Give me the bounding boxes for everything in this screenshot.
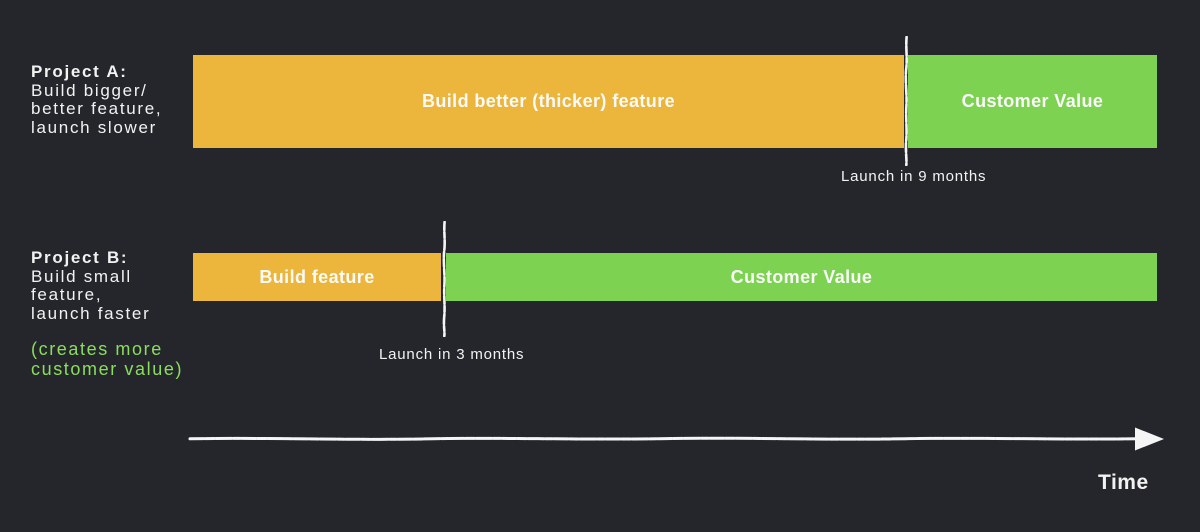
time-axis-label: Time [1098,471,1149,494]
project-a-launch-label: Launch in 9 months [841,168,987,185]
project-a-description-line: better feature, [31,99,163,118]
project-a-value-segment: Customer Value [908,55,1157,148]
project-b-build-label: Build feature [259,266,375,287]
project-b-build-segment: Build feature [193,253,441,301]
project-b-launch-label: Launch in 3 months [379,346,525,363]
project-a-title: Project A: [31,62,128,81]
time-axis-arrow-icon [188,427,1164,451]
project-a-build-segment: Build better (thicker) feature [193,55,904,148]
project-b-description-line: Build small [31,266,132,286]
project-b-timeline-bar: Build feature Customer Value [193,253,1157,301]
project-b-value-note: (creates more customer value) [31,339,184,379]
project-b-note-line: customer value) [31,358,184,379]
project-b-title: Project B: [31,248,129,267]
project-a-description-line: Build bigger/ [31,80,148,100]
project-b-value-label: Customer Value [730,266,873,287]
project-b-launch-marker-line [442,221,446,337]
project-a-value-label: Customer Value [961,91,1104,111]
project-b-description: Project B: Build small feature, launch f… [31,248,151,323]
project-b-description-line: feature, [31,285,103,304]
project-a-description-line: launch slower [31,117,158,137]
project-b-description-line: launch faster [31,303,151,323]
project-b-note-line: (creates more [31,339,163,359]
project-a-build-label: Build better (thicker) feature [421,91,676,111]
project-b-value-segment: Customer Value [446,253,1157,301]
project-a-launch-marker-line [904,36,908,166]
project-a-description: Project A: Build bigger/ better feature,… [31,62,163,137]
project-a-timeline-bar: Build better (thicker) feature Customer … [193,55,1157,148]
